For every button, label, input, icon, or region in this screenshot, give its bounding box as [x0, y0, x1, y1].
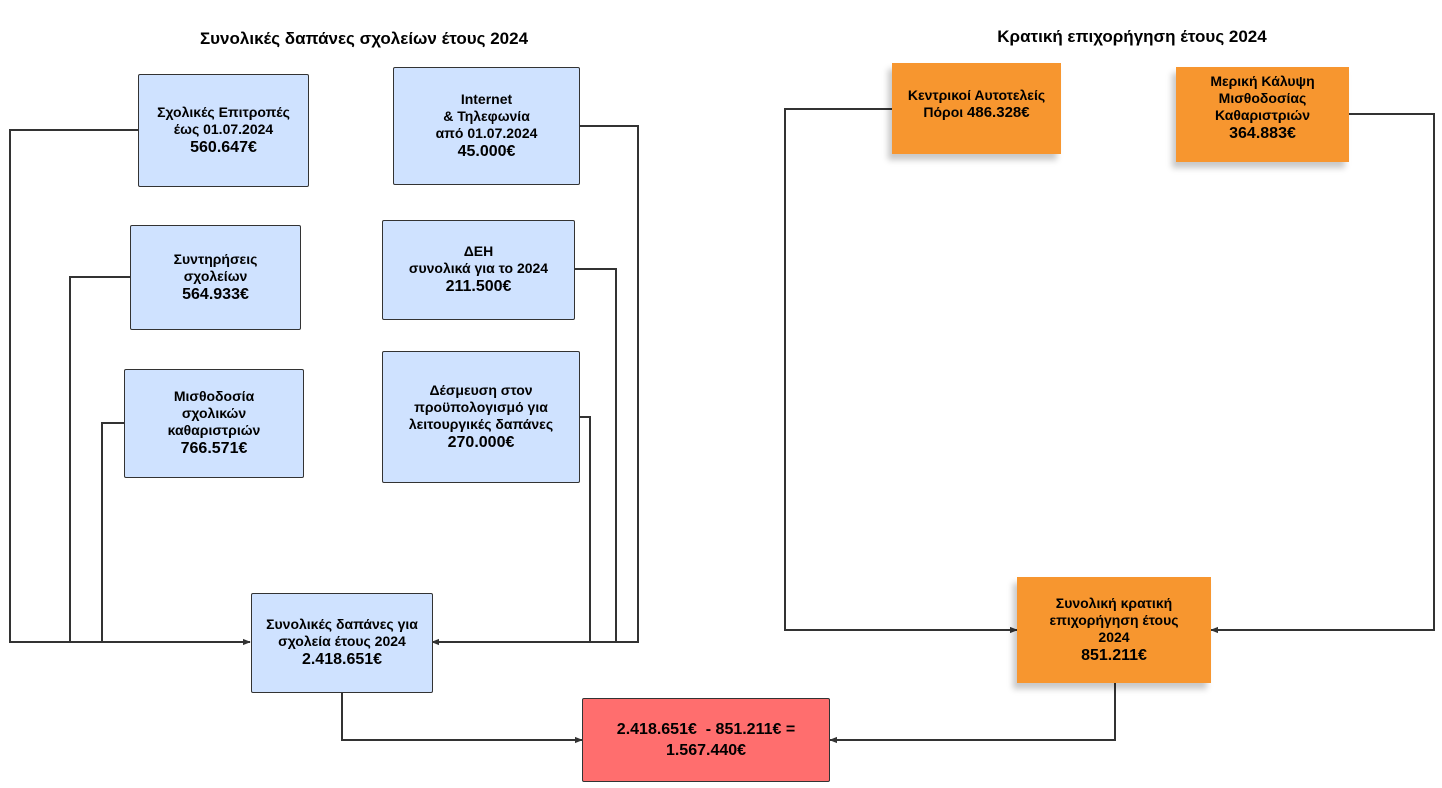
expense-label: ΔΕΗ — [463, 243, 494, 259]
connector-payroll-to-total — [101, 422, 124, 642]
expense-label: σχολικών — [181, 405, 247, 421]
grants-heading: Κρατική επιχορήγηση έτους 2024 — [997, 27, 1267, 46]
connector-commitment-to-total — [579, 416, 591, 642]
grant-total-label: 2024 — [1098, 628, 1130, 645]
connector-partial-to-grant-total — [1210, 113, 1435, 634]
grant-label: Μερική Κάλυψη — [1210, 73, 1315, 89]
expense-label: Δέσμευση στον — [429, 381, 533, 398]
connector-expense-total-to-result — [341, 692, 583, 744]
expense-amount: 766.571€ — [180, 440, 248, 457]
expense-box-cleaners-payroll: Μισθοδοσία σχολικών καθαριστριών 766.571… — [124, 369, 304, 478]
expense-total-box: Συνολικές δαπάνες για σχολεία έτους 2024… — [251, 593, 433, 693]
grant-total-amount: 851.211€ — [1081, 646, 1147, 664]
expense-label: Συντηρήσεις — [173, 250, 258, 267]
grant-box-partial-payroll: Μερική Κάλυψη Μισθοδοσίας Καθαριστριών 3… — [1176, 67, 1349, 162]
connector-grant-total-to-result — [829, 683, 1116, 744]
expense-amount: 560.647€ — [190, 138, 257, 156]
expense-box-budget-commitment: Δέσμευση στον προϋπολογισμό για λειτουργ… — [382, 351, 580, 483]
expense-label: προϋπολογισμό για — [414, 398, 548, 415]
connector-central-to-grant-total — [784, 108, 1018, 634]
expense-amount: 45.000€ — [457, 142, 516, 160]
expense-amount: 211.500€ — [445, 278, 512, 295]
grant-total-box: Συνολική κρατική επιχορήγηση έτους 2024 … — [1017, 577, 1211, 683]
expense-amount: 564.933€ — [182, 285, 249, 303]
grant-label: Μισθοδοσίας — [1218, 90, 1307, 106]
expense-label: συνολικά για το 2024 — [408, 260, 549, 276]
connector-internet-to-total — [431, 125, 639, 646]
expenses-heading: Συνολικές δαπάνες σχολείων έτους 2024 — [199, 29, 529, 48]
expense-label: λειτουργικές δαπάνες — [408, 415, 554, 432]
grant-label: Καθαριστριών — [1214, 107, 1311, 123]
result-amount: 1.567.440€ — [665, 742, 747, 759]
connector-electricity-to-total — [575, 268, 617, 642]
grant-amount: 364.883€ — [1229, 125, 1296, 142]
expense-box-internet-telephony: Internet & Τηλεφωνία από 01.07.2024 45.0… — [393, 67, 580, 185]
grant-label: Κεντρικοί Αυτοτελείς — [907, 87, 1046, 103]
expense-label: έως 01.07.2024 — [173, 120, 274, 137]
connector-maintenance-to-total — [69, 276, 130, 642]
grant-total-label: επιχορήγηση έτους — [1049, 611, 1179, 628]
expense-label: καθαριστριών — [167, 422, 261, 438]
expense-label: σχολείων — [183, 267, 248, 284]
grant-box-central-resources: Κεντρικοί Αυτοτελείς Πόροι 486.328€ — [892, 63, 1061, 154]
expense-label: Σχολικές Επιτροπές — [157, 103, 290, 120]
expense-label: από 01.07.2024 — [435, 124, 538, 141]
expense-label: & Τηλεφωνία — [443, 107, 530, 124]
grant-amount: 486.328€ — [967, 104, 1030, 121]
grant-label: Πόροι — [923, 104, 964, 120]
expense-amount: 270.000€ — [447, 433, 515, 451]
expense-label: Internet — [460, 90, 513, 107]
result-box: 2.418.651€ - 851.211€ = 1.567.440€ — [582, 698, 830, 782]
result-equation: 2.418.651€ - 851.211€ = — [616, 721, 796, 738]
expense-box-electricity: ΔΕΗ συνολικά για το 2024 211.500€ — [382, 220, 575, 320]
grant-total-label: Συνολική κρατική — [1055, 594, 1173, 611]
grant-label-line2: Πόροι 486.328€ — [923, 104, 1029, 121]
expense-total-amount: 2.418.651€ — [301, 651, 383, 668]
expense-total-label: σχολεία έτους 2024 — [278, 633, 406, 649]
expense-box-school-committees: Σχολικές Επιτροπές έως 01.07.2024 560.64… — [138, 74, 309, 187]
expense-label: Μισθοδοσία — [173, 388, 255, 404]
expense-box-school-maintenance: Συντηρήσεις σχολείων 564.933€ — [130, 225, 301, 330]
expense-total-label: Συνολικές δαπάνες για — [266, 616, 418, 632]
connector-committees-to-total — [9, 129, 251, 646]
